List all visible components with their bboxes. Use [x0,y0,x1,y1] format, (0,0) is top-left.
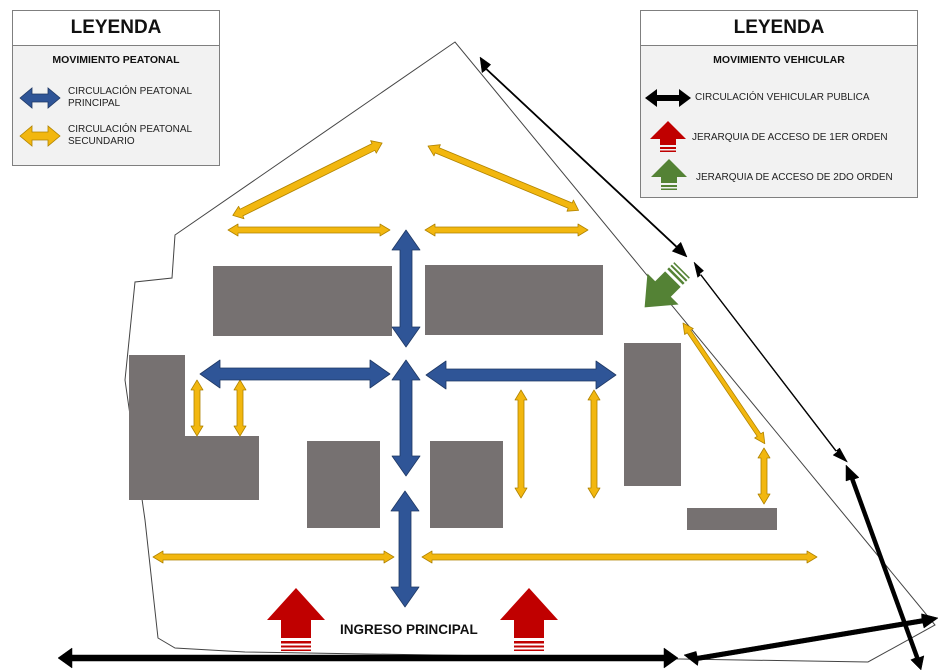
building-block-center-east [430,441,503,528]
green-access-arrow-icon [651,159,687,190]
yellow-arrow [682,322,766,445]
black-arrow [479,56,688,258]
legend-item-public-vehicular: CIRCULACIÓN VEHICULAR PUBLICA [641,85,917,119]
red-access-arrow-east [500,588,558,651]
legend-title: LEYENDA [13,11,219,46]
yellow-arrow [421,550,818,564]
building-block-east [624,343,681,486]
legend-item-first-order-access: JERARQUIA DE ACCESO DE 1ER ORDEN [641,119,917,153]
yellow-arrow [233,379,247,437]
buildings [129,265,777,530]
pedestrian-legend: LEYENDA MOVIMIENTO PEATONAL CIRCULACIÓN … [12,10,220,166]
first-order-access-arrows [267,588,558,651]
legend-subtitle: MOVIMIENTO PEATONAL [52,54,180,66]
vehicular-arrows [57,56,938,670]
yellow-arrow [427,144,579,212]
yellow-arrow [190,379,204,437]
secondary-pedestrian-arrows [152,140,818,564]
yellow-arrow [232,140,383,220]
main-entrance-label: INGRESO PRINCIPAL [340,622,478,637]
second-order-access-arrow [644,262,690,308]
legend-title: LEYENDA [641,11,917,46]
legend-item-label: JERARQUIA DE ACCESO DE 1ER ORDEN [692,132,888,143]
yellow-arrow [227,223,391,237]
black-arrow [57,647,679,669]
site-boundary [124,41,936,663]
building-block-north-east [425,265,603,335]
blue-arrow [391,359,421,477]
black-arrow [845,464,925,670]
yellow-arrow [152,550,395,564]
legend-item-secondary-pedestrian: CIRCULACIÓN PEATONAL SECUNDARIO [13,123,219,157]
building-block-north-west [213,266,392,336]
black-arrow [693,261,848,463]
legend-item-line1: CIRCULACIÓN PEATONAL [68,86,193,97]
blue-arrow [390,490,420,608]
legend-item-label: CIRCULACIÓN VEHICULAR PUBLICA [695,92,870,103]
yellow-arrow [587,389,601,499]
yellow-arrow [514,389,528,499]
red-access-arrow-icon [650,121,686,152]
building-block-l-shaped [129,355,259,500]
legend-item-label: JERARQUIA DE ACCESO DE 2DO ORDEN [696,172,893,183]
legend-item-line2: PRINCIPAL [68,98,121,109]
building-block-center-west [307,441,380,528]
legend-item-line1: CIRCULACIÓN PEATONAL [68,124,193,135]
blue-double-arrow-icon [19,87,61,109]
vehicular-legend: LEYENDA MOVIMIENTO VEHICULAR CIRCULACIÓN… [640,10,918,198]
yellow-arrow [424,223,589,237]
legend-item-line2: SECUNDARIO [68,136,135,147]
black-arrow [683,613,938,666]
yellow-double-arrow-icon [19,125,61,147]
blue-arrow [199,359,391,389]
red-access-arrow-west [267,588,325,651]
legend-item-main-pedestrian: CIRCULACIÓN PEATONAL PRINCIPAL [13,85,219,119]
legend-item-second-order-access: JERARQUIA DE ACCESO DE 2DO ORDEN [641,157,917,191]
building-block-south-east [687,508,777,530]
blue-arrow [391,229,421,348]
black-double-arrow-icon [645,89,691,107]
legend-subtitle: MOVIMIENTO VEHICULAR [713,54,845,66]
main-pedestrian-arrows [199,229,617,608]
yellow-arrow [757,447,771,505]
blue-arrow [425,360,617,390]
